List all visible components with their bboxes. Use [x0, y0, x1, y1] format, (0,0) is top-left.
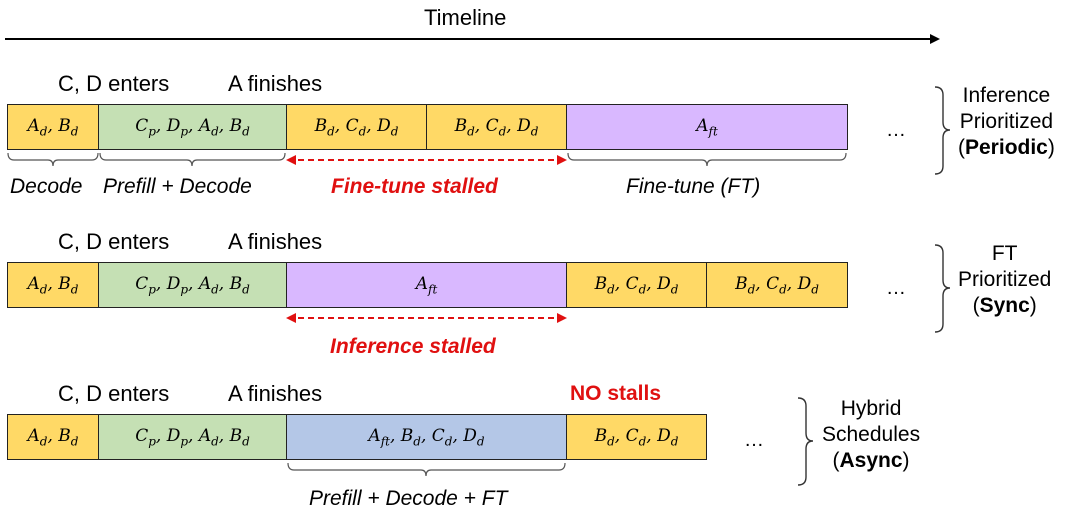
slot-decode: Bd, Cd, Dd [426, 104, 567, 150]
slot-decode: Bd, Cd, Dd [706, 262, 848, 308]
stall-label: Inference stalled [330, 335, 496, 358]
ellipsis: … [744, 429, 764, 451]
ellipsis: … [886, 277, 906, 299]
event-cd-enters: C, D enters [58, 381, 170, 406]
slot-finetune: Aft [566, 104, 848, 150]
mode-label: Hybrid Schedules (Async) [822, 397, 921, 472]
slot-decode: Ad, Bd [7, 262, 99, 308]
no-stalls-label: NO stalls [570, 382, 662, 405]
event-a-finishes: A finishes [228, 381, 323, 406]
right-brace [797, 86, 951, 486]
slot-decode: Ad, Bd [7, 414, 99, 460]
slot-decode: Ad, Bd [7, 104, 99, 150]
slot-decode: Bd, Cd, Dd [286, 104, 427, 150]
brace-prefill-decode [99, 152, 286, 167]
slot-prefill-decode: Cp, Dp, Ad, Bd [98, 262, 287, 308]
event-cd-enters: C, D enters [58, 229, 170, 254]
caption-prefill-decode-ft: Prefill + Decode + FT [309, 487, 508, 510]
caption-finetune: Fine-tune (FT) [626, 175, 761, 198]
event-a-finishes: A finishes [228, 229, 323, 254]
brace-prefill-decode-ft [287, 462, 566, 477]
slot-decode: Bd, Cd, Dd [566, 262, 707, 308]
mode-label: FT Prioritized (Sync) [958, 242, 1052, 317]
ellipsis: … [886, 119, 906, 141]
slot-hybrid: Aft, Bd, Cd, Dd [286, 414, 567, 460]
slot-finetune: Aft [286, 262, 567, 308]
brace-decode [7, 152, 99, 167]
caption-decode: Decode [10, 175, 83, 198]
stall-label: Fine-tune stalled [331, 175, 498, 198]
brace-finetune [567, 152, 847, 167]
mode-label: Inference Prioritized (Periodic) [958, 84, 1055, 159]
timeline-label: Timeline [424, 5, 507, 30]
slot-prefill-decode: Cp, Dp, Ad, Bd [98, 104, 287, 150]
event-cd-enters: C, D enters [58, 71, 170, 96]
slot-decode: Bd, Cd, Dd [566, 414, 707, 460]
caption-prefill-decode: Prefill + Decode [103, 175, 252, 198]
event-a-finishes: A finishes [228, 71, 323, 96]
